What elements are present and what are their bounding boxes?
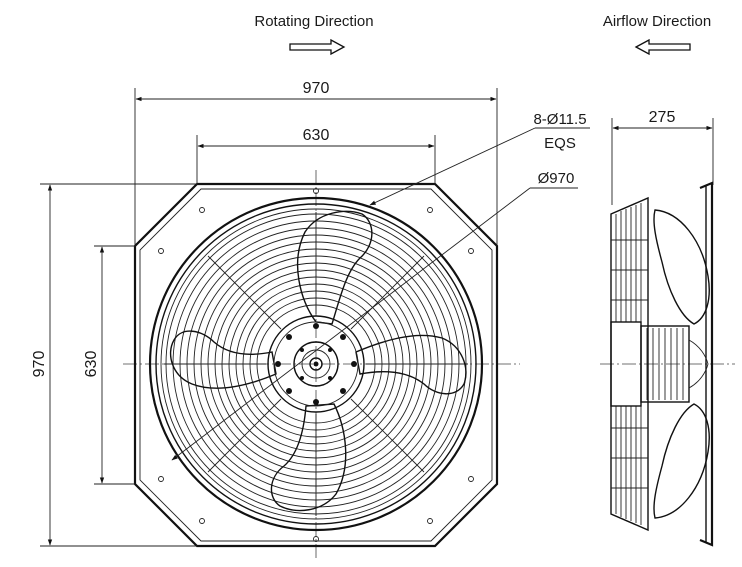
guard-diameter-label: Ø970	[538, 170, 575, 187]
overall-width-label: 970	[303, 80, 330, 97]
mounting-holes-leader	[369, 127, 536, 206]
side-mounting-plate	[699, 181, 714, 547]
side-view: 275	[600, 109, 735, 547]
airflow-direction-label: Airflow Direction	[603, 13, 711, 30]
hole-spacing-horizontal-label: 630	[303, 127, 330, 144]
mounting-holes-eqs-label: EQS	[544, 135, 576, 152]
hole-spacing-vertical-label: 630	[83, 351, 100, 378]
diameter-leader	[171, 187, 531, 461]
venturi-outer-ring	[148, 196, 484, 532]
finger-guard-spokes	[164, 212, 468, 516]
mounting-plate	[133, 182, 499, 548]
right-hollow-arrow-icon	[289, 38, 346, 56]
left-hollow-arrow-icon	[634, 38, 691, 56]
motor-hub	[267, 315, 365, 413]
rotating-direction-label: Rotating Direction	[254, 13, 373, 30]
fan-blade-top	[296, 210, 373, 325]
fan-blade-left	[169, 330, 277, 389]
fan-blades	[169, 210, 467, 512]
overall-height-label: 970	[31, 351, 48, 378]
mounting-holes	[158, 188, 474, 542]
mounting-holes-label: 8-Ø11.5	[533, 111, 586, 128]
side-guard-grille	[610, 196, 649, 532]
fan-blade-right	[355, 334, 467, 395]
side-motor	[610, 321, 690, 407]
side-fan-blades	[653, 209, 710, 519]
front-view: 970 630 970 630 8-Ø11.5 EQS Ø970	[31, 80, 590, 560]
fan-blade-bottom	[270, 403, 347, 512]
depth-label: 275	[649, 109, 676, 126]
